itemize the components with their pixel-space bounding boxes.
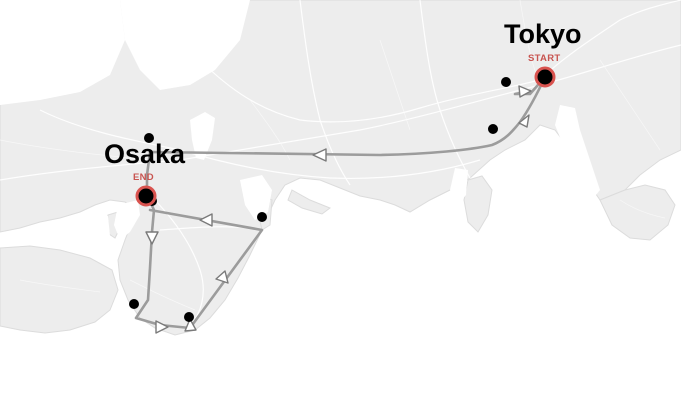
city-label-osaka: Osaka <box>104 139 186 169</box>
boso-peninsula <box>599 184 676 241</box>
water-layer <box>0 0 600 250</box>
atsumi-peninsula <box>287 189 332 215</box>
start-tag: START <box>528 53 560 64</box>
seto-inland-sea <box>0 216 110 250</box>
shikoku-landmass <box>0 245 119 334</box>
stop-marker[interactable] <box>129 299 139 309</box>
arrow-icon <box>199 213 213 227</box>
arrow-icon <box>184 318 197 332</box>
stop-marker[interactable] <box>488 124 498 134</box>
stop-marker[interactable] <box>144 133 154 143</box>
end-tag: END <box>133 172 154 183</box>
stop-marker[interactable] <box>501 77 511 87</box>
stop-marker[interactable] <box>184 312 194 322</box>
arrow-icon <box>145 231 159 245</box>
osaka-bay <box>114 200 140 240</box>
city-label-tokyo: Tokyo <box>504 19 582 49</box>
route-arrows <box>145 85 532 334</box>
wakasa-bay <box>120 0 250 90</box>
sea-of-japan <box>0 0 125 105</box>
arrow-icon <box>215 270 229 284</box>
arrow-icon <box>518 114 530 128</box>
arrow-icon <box>518 85 532 98</box>
izu-peninsula <box>463 175 493 233</box>
arrow-icon <box>155 320 169 334</box>
end-marker[interactable] <box>135 185 157 207</box>
lake-biwa <box>190 112 215 160</box>
stop-marker[interactable] <box>257 212 267 222</box>
ise-bay <box>240 175 272 220</box>
osaka-endpoint[interactable]: Osaka END <box>104 139 186 207</box>
arrow-icon <box>312 148 327 162</box>
start-marker[interactable] <box>534 66 556 88</box>
tokyo-bay <box>555 105 600 200</box>
tokyo-endpoint[interactable]: Tokyo START <box>504 19 582 88</box>
suruga-bay <box>450 168 468 205</box>
road-network <box>0 0 681 325</box>
